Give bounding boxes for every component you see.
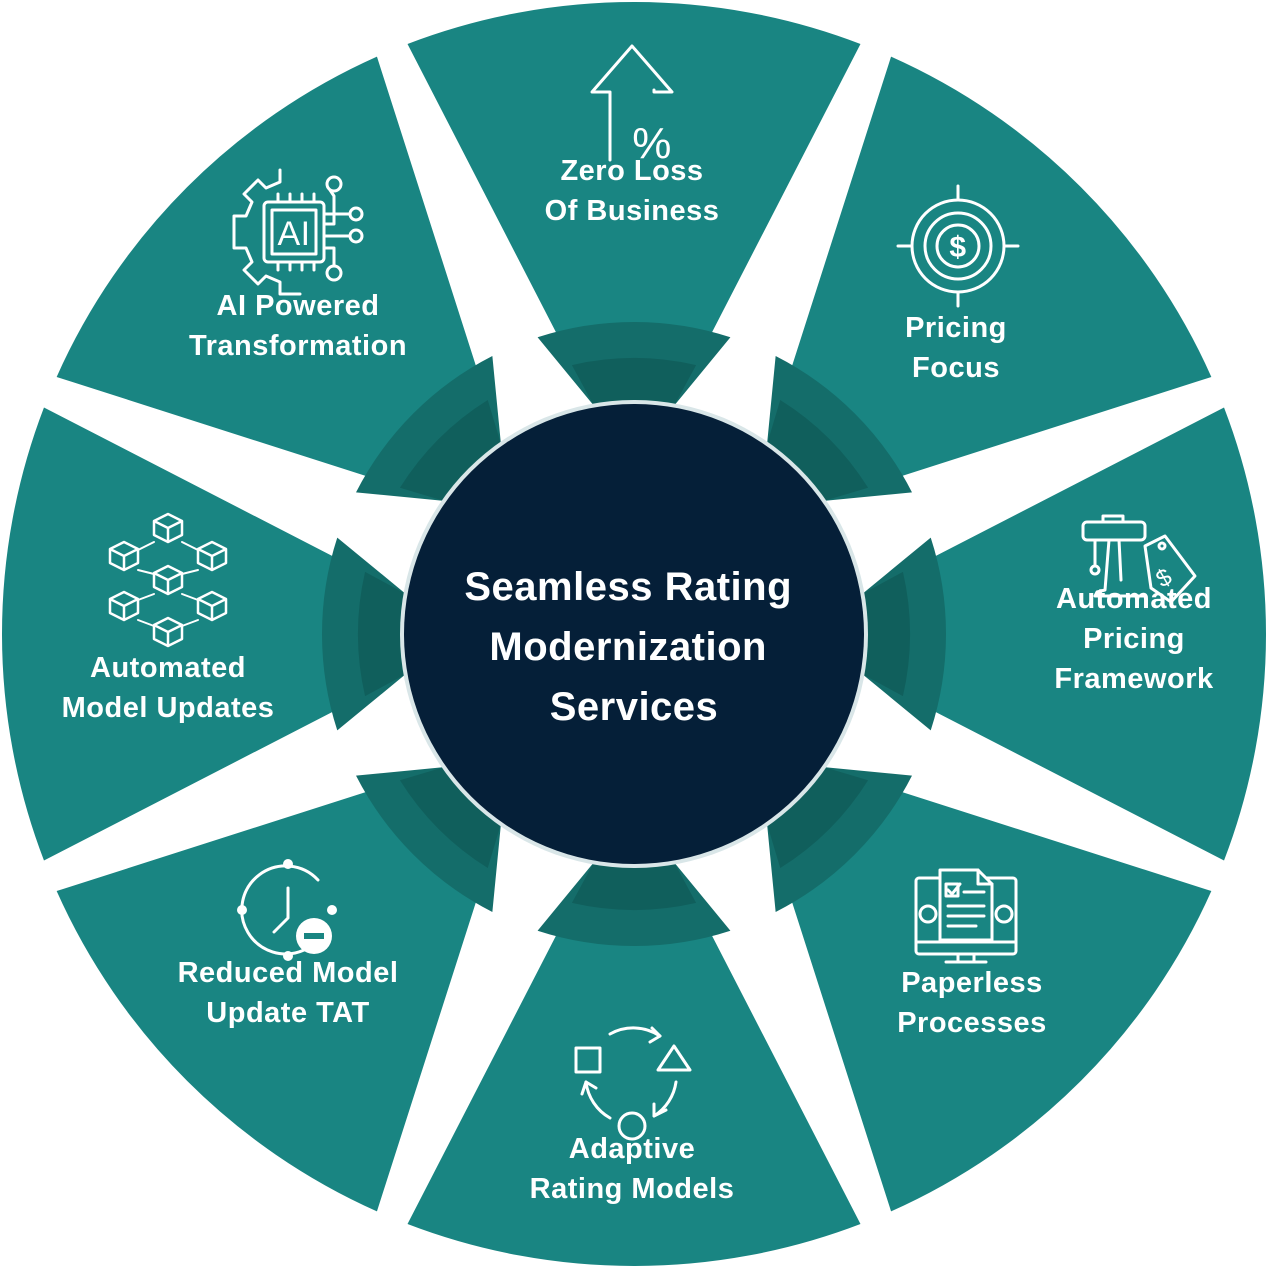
segment-label-line: Model Updates	[62, 692, 275, 724]
center-title-line-3: Services	[550, 685, 719, 729]
center-title-line-2: Modernization	[489, 625, 767, 669]
dollar-target-icon: $	[896, 184, 1020, 308]
cube-shape	[152, 512, 184, 544]
segment-zero-loss	[407, 1, 861, 406]
segment-core-band-pricing-focus	[767, 399, 869, 501]
segment-automated-model-updates	[1, 407, 406, 861]
document-monitor-icon	[914, 868, 1018, 964]
svg-text:$: $	[949, 231, 966, 264]
ai-chip-gear-icon: AI	[232, 168, 364, 296]
segment-core-band-paperless	[767, 767, 869, 869]
cubes-network-icon	[108, 512, 228, 648]
center-hub	[404, 404, 864, 864]
segment-ai-powered	[56, 56, 501, 501]
segment-core-band-adaptive-rating	[571, 862, 697, 910]
price-tag-stamp-icon: $	[1081, 514, 1197, 604]
segment-label-line: Rating Models	[530, 1173, 735, 1205]
segment-core-band-zero-loss	[571, 358, 697, 406]
segment-label-line: Focus	[912, 352, 1000, 384]
segment-label-line: Automated	[90, 652, 246, 684]
segment-label-line: Pricing	[905, 312, 1007, 344]
segment-label-line: Of Business	[545, 195, 720, 227]
segment-label-line: Paperless	[901, 967, 1043, 999]
center-title: Seamless Rating Modernization Services	[464, 565, 803, 729]
segment-automated-pricing	[862, 407, 1266, 861]
segment-paperless	[767, 767, 1212, 1212]
center-title-line-1: Seamless Rating	[464, 565, 792, 609]
cube-links	[137, 541, 199, 627]
percent-arrow-up-icon: %	[590, 44, 674, 168]
segment-adaptive-rating	[407, 862, 861, 1266]
segment-label-line: Reduced Model	[178, 957, 399, 989]
cycle-shapes-icon	[574, 1026, 692, 1141]
segment-reduced-tat	[56, 767, 501, 1212]
svg-text:%: %	[632, 119, 672, 168]
svg-text:AI: AI	[277, 215, 310, 253]
segment-core-band-ai-powered	[399, 399, 501, 501]
segment-core-band-reduced-tat	[399, 767, 501, 869]
segment-core-band-automated-model-updates	[358, 571, 406, 697]
segment-label-line: Processes	[897, 1007, 1047, 1039]
segment-core-band-automated-pricing	[862, 571, 910, 697]
clock-minus-icon	[237, 859, 337, 961]
segment-label-line: Pricing	[1083, 623, 1185, 655]
segment-label-line: Automated	[1056, 583, 1212, 615]
segment-label-line: Zero Loss	[560, 155, 703, 187]
segment-label-line: Framework	[1054, 663, 1214, 695]
segment-label-line: Transformation	[189, 330, 407, 362]
segment-label-zero-loss: Zero Loss Of Business	[545, 155, 720, 227]
segment-label-line: Update TAT	[206, 997, 369, 1029]
